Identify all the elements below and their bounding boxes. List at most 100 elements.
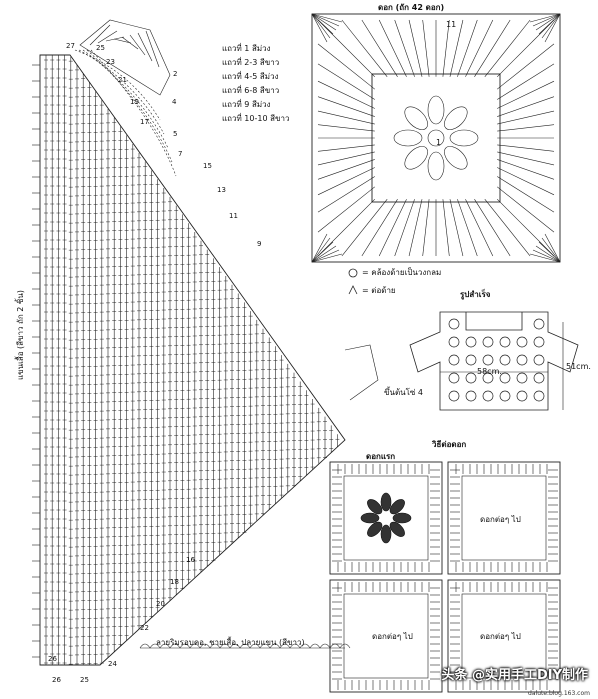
motif-petal — [449, 129, 479, 147]
finished-garment-sketch — [409, 311, 579, 411]
motif-stitch — [317, 176, 375, 213]
edging-scallop — [169, 643, 181, 649]
motif-stitch — [465, 199, 494, 257]
motif-stitch — [474, 19, 511, 77]
garment-motif — [465, 390, 477, 402]
edging-scallop — [179, 643, 191, 649]
row-number: 25 — [96, 44, 105, 52]
motif-corner-fan — [311, 13, 334, 35]
join-cell-inner — [461, 475, 547, 561]
motif-corner-fan — [311, 233, 328, 263]
finished-height: 51cm. — [566, 362, 591, 371]
legend-row: แถวที่ 6-8 สีขาว — [222, 86, 280, 95]
motif-chart — [311, 13, 561, 263]
row-number: 11 — [229, 212, 238, 220]
motif-corner-fan — [529, 253, 561, 263]
motif-stitch — [317, 19, 376, 78]
edging-scallop — [249, 643, 261, 649]
motif-stitch — [449, 199, 464, 257]
motif-stitch — [496, 19, 555, 78]
motif-stitch — [361, 199, 398, 257]
motif-corner-fan — [541, 237, 561, 263]
garment-outline — [409, 311, 579, 411]
join-cell-inner — [343, 475, 429, 561]
motif-stitch — [422, 199, 430, 257]
motif-stitch — [497, 110, 555, 125]
join-cell-inner — [343, 593, 429, 679]
motif-stitch — [497, 176, 555, 213]
motif-corner-fan — [535, 245, 561, 263]
finished-title: รูปสำเร็จ — [460, 290, 491, 299]
motif-stitch — [484, 199, 531, 257]
row-number: 25 — [80, 676, 89, 684]
legend-row: แถวที่ 10-10 สีขาว — [222, 114, 290, 123]
motif-corner-fan — [538, 13, 561, 35]
motif-stitch — [496, 198, 555, 257]
motif-stitch — [497, 80, 555, 109]
motif-corner-fan — [544, 233, 561, 263]
motif-stitch — [341, 19, 388, 77]
dashed-guide — [86, 49, 173, 163]
motif-stitch — [317, 167, 375, 196]
motif-corner-fan — [311, 13, 328, 43]
first-motif-label: ดอกแรก — [366, 452, 396, 461]
row-number: 9 — [257, 240, 262, 248]
symbol-join-yarn-text: = ต่อด้าย — [362, 286, 396, 295]
sleeve-top-fan — [79, 19, 171, 96]
dashed-guide — [90, 49, 177, 177]
join-cell — [447, 461, 561, 575]
finished-width: 58cm. — [477, 367, 502, 376]
garment-motif — [448, 390, 460, 402]
fan-stroke — [129, 34, 146, 56]
motif-stitch — [497, 151, 555, 166]
motif-corner-fan — [529, 13, 561, 23]
legend-row: แถวที่ 1 สีม่วง — [222, 44, 271, 53]
row-number: 5 — [173, 130, 178, 138]
first-motif-petal — [367, 499, 383, 515]
symbol-legend-icons — [348, 268, 358, 295]
motif-stitch — [497, 63, 555, 100]
edging-scallop — [339, 643, 351, 649]
motif-stitch — [422, 19, 430, 77]
row-number: 15 — [203, 162, 212, 170]
motif-center-ring — [427, 129, 445, 147]
garment-motif — [533, 390, 545, 402]
edging-scallop — [229, 643, 241, 649]
garment-motif — [448, 336, 460, 348]
garment-motif — [465, 372, 477, 384]
sleeve-outline — [39, 54, 346, 666]
motif-corner-fan — [311, 245, 337, 263]
watermark-url: dalute.blog.163.com — [528, 690, 590, 697]
join-cell — [329, 579, 443, 693]
edging-scallop — [159, 643, 171, 649]
motif-stitch — [317, 124, 375, 132]
edging-scallop — [309, 643, 321, 649]
motif-stitch — [408, 19, 423, 77]
joining-chart — [329, 461, 561, 693]
join-cell-inner — [461, 593, 547, 679]
garment-motif — [516, 372, 528, 384]
dashed-guide — [82, 49, 169, 149]
row-number: 13 — [217, 186, 226, 194]
motif-stitch — [408, 199, 423, 257]
first-motif-petal — [380, 492, 392, 512]
motif-stitch — [497, 124, 555, 132]
motif-corner-fan — [532, 249, 561, 263]
motif-stitch — [378, 19, 407, 77]
legend-row: แถวที่ 2-3 สีขาว — [222, 58, 280, 67]
legend-row: แถวที่ 9 สีม่วง — [222, 100, 271, 109]
motif-stitch — [497, 186, 555, 233]
garment-motif — [482, 354, 494, 366]
garment-motif — [499, 354, 511, 366]
motif-stitch — [317, 110, 375, 125]
edging-scallop — [259, 643, 271, 649]
motif-stitch — [317, 186, 375, 233]
sleeve-chart — [32, 19, 379, 666]
motif-stitch — [361, 19, 398, 77]
fan-stroke — [145, 30, 160, 68]
motif-stitch — [317, 96, 375, 117]
chain-ring-symbol-icon — [348, 268, 358, 278]
row-number: 27 — [66, 42, 75, 50]
join-cell — [329, 461, 443, 575]
